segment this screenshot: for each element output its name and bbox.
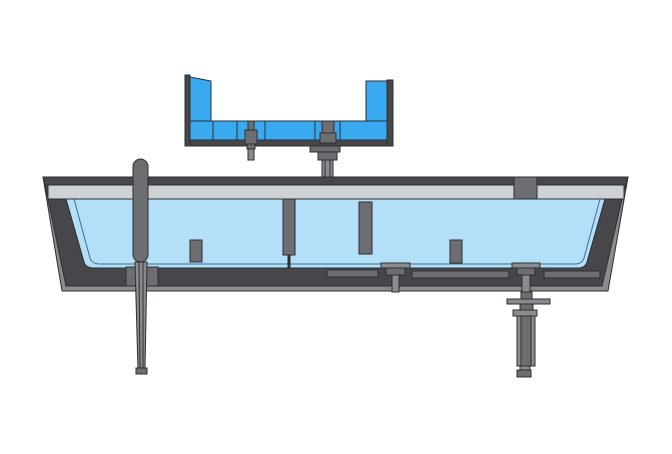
float-rod: [125, 158, 159, 375]
upper-tray-left-edge: [184, 74, 191, 147]
upper-tray-bottom: [184, 139, 394, 147]
internal-block: [358, 201, 373, 255]
tank-inner-liner: [73, 198, 601, 265]
upper-tray-right-wall: [365, 80, 388, 122]
leg-foot: [516, 369, 532, 378]
upper-tray-water: [189, 120, 388, 141]
upper-left-bolt: [244, 120, 258, 161]
upper-tray-right-edge: [386, 79, 394, 147]
tank-top-rail: [47, 184, 625, 200]
floor-bar: [411, 270, 510, 279]
main-tank: [42, 158, 629, 378]
sensor-wire: [287, 254, 291, 269]
right-drain-leg: [506, 262, 551, 378]
floor-bar: [326, 269, 379, 278]
center-drain: [380, 262, 411, 293]
internal-block: [449, 239, 463, 264]
upper-tray-dividers: [212, 121, 341, 140]
float-capsule: [132, 158, 149, 263]
float-foot: [135, 367, 148, 375]
floor-bar: [543, 270, 601, 279]
internal-block: [189, 239, 203, 263]
upper-tray-left-wall: [189, 76, 212, 122]
rail-clamp-block: [513, 176, 538, 200]
level-sensor: [282, 198, 296, 256]
